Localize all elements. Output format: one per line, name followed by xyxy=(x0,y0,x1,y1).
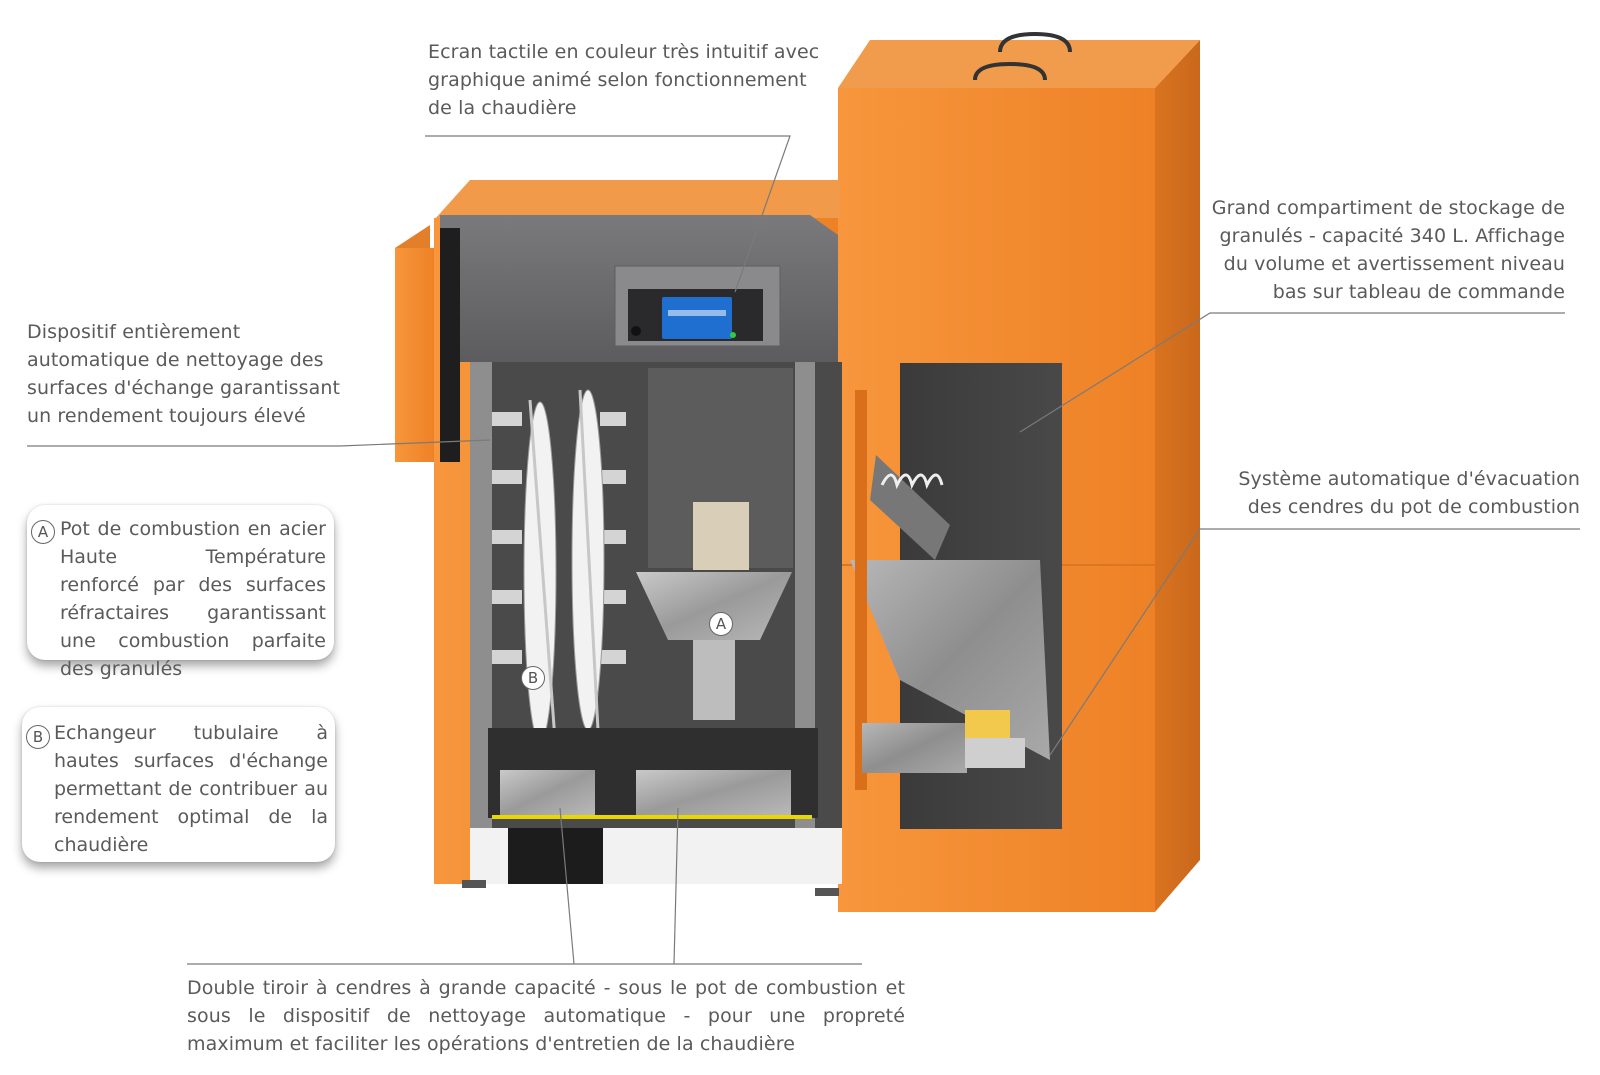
combustion-pot-text: Pot de combustion en acier Haute Tempéra… xyxy=(60,518,326,680)
exchanger-card: B Echangeur tubulaire à hautes surfaces … xyxy=(22,707,335,862)
marker-b: B xyxy=(521,666,545,690)
card-a-marker: A xyxy=(31,520,55,544)
leader-lines xyxy=(27,135,1580,965)
boiler-body xyxy=(395,180,842,896)
storage-callout: Grand compartiment de stockage de granul… xyxy=(1211,197,1565,303)
drawers-callout: Double tiroir à cendres à grande capacit… xyxy=(187,977,905,1055)
cleaning-callout: Dispositif entièrement automatique de ne… xyxy=(27,321,341,427)
card-b-marker: B xyxy=(26,725,50,749)
exchanger-text: Echangeur tubulaire à hautes surfaces d'… xyxy=(54,722,328,856)
pellet-storage-tank xyxy=(838,31,1200,912)
combustion-pot-card: A Pot de combustion en acier Haute Tempé… xyxy=(27,505,334,680)
touchscreen xyxy=(662,297,732,339)
screen-callout: Ecran tactile en couleur très intuitif a… xyxy=(428,41,820,119)
marker-a: A xyxy=(709,612,733,636)
ash-evacuation-callout: Système automatique d'évacuation des cen… xyxy=(1238,468,1580,518)
